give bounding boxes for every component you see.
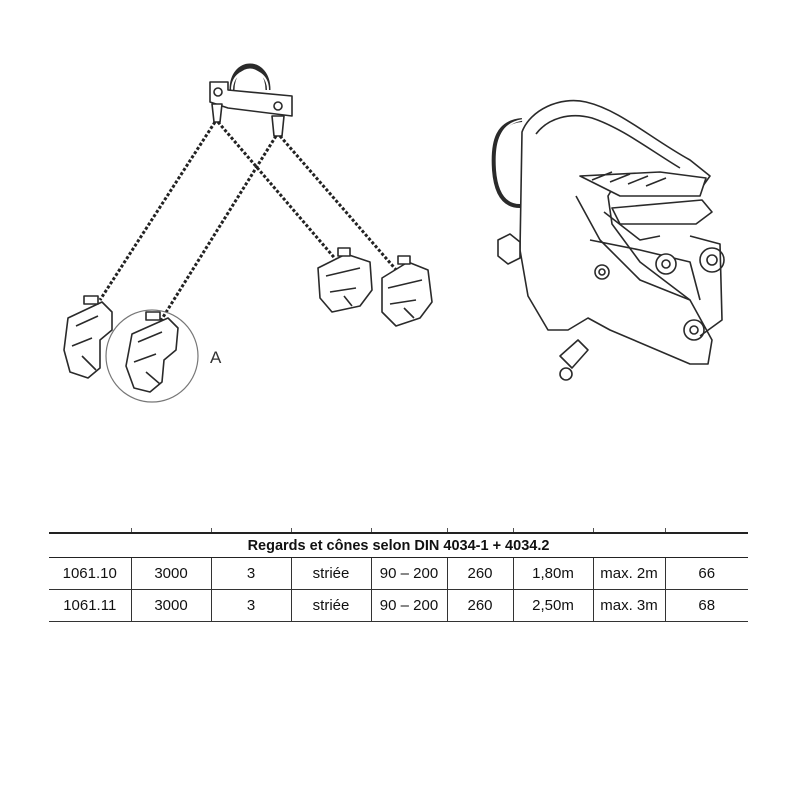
cell-opening-range: 90 – 200 bbox=[370, 557, 447, 590]
clamp-detail bbox=[125, 311, 179, 393]
cell-capacity: 3000 bbox=[130, 557, 211, 590]
product-drawings bbox=[63, 63, 725, 403]
detail-callout-circle bbox=[105, 309, 199, 403]
table-row: 1061.10 3000 3 striée 90 – 200 260 1,80m… bbox=[49, 557, 748, 590]
cell-jaw-type: striée bbox=[290, 557, 371, 590]
table-top-ticks bbox=[49, 528, 748, 533]
cell-safety-factor: 3 bbox=[210, 557, 291, 590]
detail-callout-label: A bbox=[210, 348, 222, 367]
cell-dimension: 260 bbox=[446, 557, 513, 590]
locking-pin bbox=[559, 339, 589, 369]
cell-article: 1061.10 bbox=[49, 557, 131, 590]
cell-capacity: 3000 bbox=[130, 589, 211, 622]
upper-jaw bbox=[579, 171, 707, 197]
cell-chain-length: 2,50m bbox=[512, 589, 593, 622]
specification-table: Regards et cônes selon DIN 4034-1 + 4034… bbox=[49, 528, 748, 622]
cell-jaw-type: striée bbox=[290, 589, 371, 622]
clamp-left bbox=[63, 295, 113, 379]
cell-opening-range: 90 – 200 bbox=[370, 589, 447, 622]
clamp-right-1 bbox=[317, 247, 373, 313]
spreader-beam bbox=[209, 81, 293, 117]
cell-dimension: 260 bbox=[446, 589, 513, 622]
cell-safety-factor: 3 bbox=[210, 589, 291, 622]
clamp-detail-drawing bbox=[491, 99, 725, 381]
table-title-row: Regards et cônes selon DIN 4034-1 + 4034… bbox=[49, 532, 748, 558]
lifting-assembly-drawing bbox=[63, 63, 433, 403]
cell-max-diameter: max. 3m bbox=[592, 589, 665, 622]
cell-weight: 68 bbox=[664, 589, 748, 622]
side-nut bbox=[497, 233, 521, 265]
chains bbox=[98, 121, 400, 323]
cell-article: 1061.11 bbox=[49, 589, 131, 622]
table-title: Regards et cônes selon DIN 4034-1 + 4034… bbox=[49, 532, 748, 558]
clamp-handle bbox=[491, 118, 523, 208]
table-row: 1061.11 3000 3 striée 90 – 200 260 2,50m… bbox=[49, 589, 748, 622]
cell-chain-length: 1,80m bbox=[512, 557, 593, 590]
cell-max-diameter: max. 2m bbox=[592, 557, 665, 590]
lower-jaw bbox=[611, 199, 713, 225]
clamp-right-2 bbox=[381, 255, 433, 327]
cell-weight: 66 bbox=[664, 557, 748, 590]
clamp-body bbox=[519, 99, 713, 365]
